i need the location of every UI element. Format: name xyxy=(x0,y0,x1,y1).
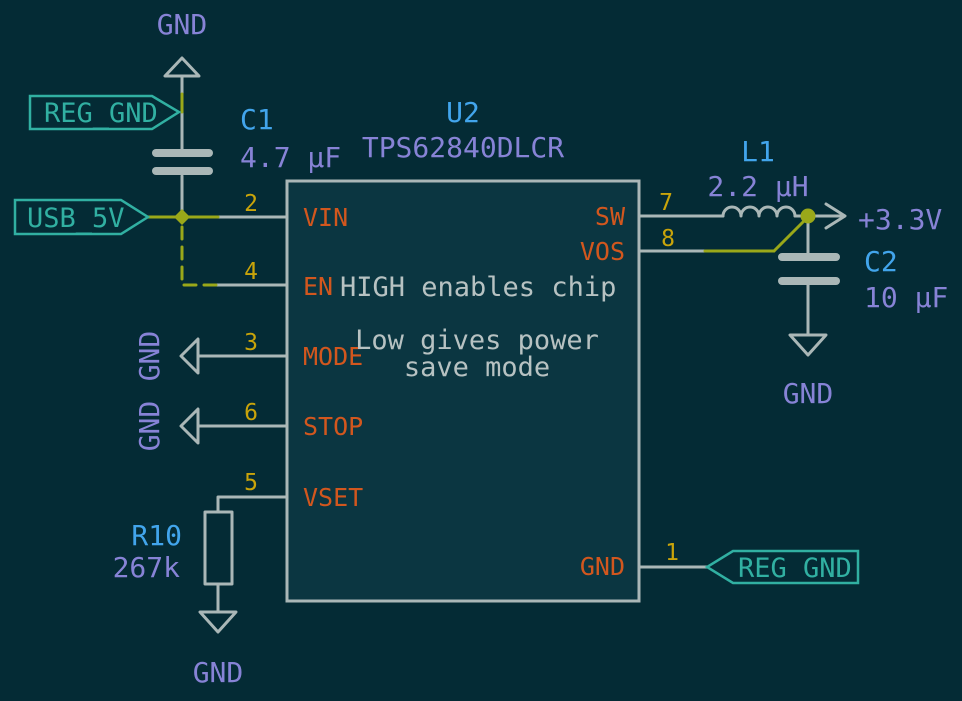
vset-pin-wire[interactable] xyxy=(216,495,289,514)
r10-value[interactable]: 267k xyxy=(113,551,181,584)
gnd-arrow-down-c2-icon[interactable] xyxy=(788,333,828,357)
pin-name-sw[interactable]: SW xyxy=(595,202,626,231)
plus-3v3-label[interactable]: +3.3V xyxy=(858,203,942,236)
gnd-arrow-up-icon[interactable] xyxy=(163,56,201,78)
reg-gnd-right-label-box[interactable] xyxy=(704,549,860,585)
c1-reference[interactable]: C1 xyxy=(240,103,274,136)
usb-5v-label[interactable]: USB_5V xyxy=(27,203,125,234)
u2-reference[interactable]: U2 xyxy=(446,96,480,129)
u2-note-enable: HIGH enables chip xyxy=(340,272,616,303)
power-3v3-arrow-icon[interactable] xyxy=(824,202,847,230)
pin-number-1[interactable]: 1 xyxy=(665,540,679,566)
c2-value[interactable]: 10 µF xyxy=(864,281,948,314)
gnd-stop-label[interactable]: GND xyxy=(133,401,166,452)
gnd-r10-label[interactable]: GND xyxy=(193,656,244,689)
r10-reference[interactable]: R10 xyxy=(131,519,182,552)
c2-plate-top[interactable] xyxy=(778,253,840,261)
pin-number-4[interactable]: 4 xyxy=(244,259,258,285)
pin-number-8[interactable]: 8 xyxy=(661,226,675,252)
c1-value[interactable]: 4.7 µF xyxy=(240,141,341,174)
pin-number-5[interactable]: 5 xyxy=(244,470,258,496)
pin-number-3[interactable]: 3 xyxy=(244,330,258,356)
c2-reference[interactable]: C2 xyxy=(864,245,898,278)
pin-number-6[interactable]: 6 xyxy=(244,400,258,426)
junction-3v3[interactable] xyxy=(800,208,816,224)
wire-dashed-en[interactable] xyxy=(180,225,218,287)
wire-vos-diagonal[interactable] xyxy=(772,215,810,253)
pin-name-mode[interactable]: MODE xyxy=(303,342,363,371)
l1-reference[interactable]: L1 xyxy=(741,135,775,168)
pin-number-7[interactable]: 7 xyxy=(659,190,673,216)
u2-body[interactable] xyxy=(285,179,641,603)
pin-name-vset[interactable]: VSET xyxy=(303,483,363,512)
gnd-arrow-left-stop-icon[interactable] xyxy=(179,407,200,445)
gnd-mode-label[interactable]: GND xyxy=(133,331,166,382)
gnd-arrow-left-mode-icon[interactable] xyxy=(179,337,200,375)
u2-value[interactable]: TPS62840DLCR xyxy=(362,131,564,164)
l1-value[interactable]: 2.2 µH xyxy=(707,170,808,203)
pin-name-stop[interactable]: STOP xyxy=(303,412,363,441)
usb-5v-label-box[interactable] xyxy=(13,198,151,236)
reg-gnd-left-label[interactable]: REG_GND xyxy=(44,98,158,129)
pin-name-vos[interactable]: VOS xyxy=(580,237,625,266)
reg-gnd-right-label[interactable]: REG_GND xyxy=(738,553,852,584)
reg-gnd-left-label-box[interactable] xyxy=(28,94,182,131)
pin-name-vin[interactable]: VIN xyxy=(303,203,348,232)
r10-body[interactable] xyxy=(203,510,234,586)
pin-number-2[interactable]: 2 xyxy=(244,191,258,217)
gnd-c2-label[interactable]: GND xyxy=(783,377,834,410)
gnd-arrow-down-r10-icon[interactable] xyxy=(198,610,238,634)
junction-usb5v[interactable] xyxy=(174,209,190,225)
c1-plate-top[interactable] xyxy=(152,149,213,157)
u2-note-power-line1: Low gives power xyxy=(355,325,599,356)
c1-plate-bottom[interactable] xyxy=(152,167,213,175)
pin-name-en[interactable]: EN xyxy=(303,272,333,301)
u2-note-power-line2: save mode xyxy=(404,352,550,383)
pin-name-gnd[interactable]: GND xyxy=(580,552,625,581)
c2-plate-bottom[interactable] xyxy=(778,277,840,285)
gnd-top-label[interactable]: GND xyxy=(157,8,208,41)
l1-coil[interactable] xyxy=(721,205,797,218)
